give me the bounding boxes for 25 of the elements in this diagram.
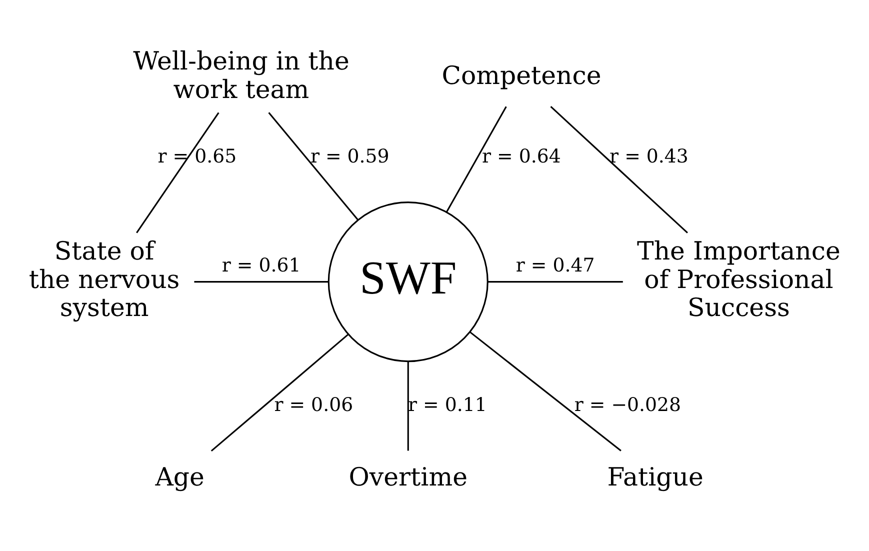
edge-label: r = −0.028 <box>574 394 682 416</box>
node-text: Overtime <box>348 462 468 492</box>
connector <box>136 112 220 234</box>
node-text: Age <box>155 462 204 492</box>
connector <box>194 281 328 283</box>
connector <box>469 331 622 452</box>
node-text: Competence <box>442 60 602 90</box>
node-circle: SWF <box>328 202 488 362</box>
edge-label: r = 0.65 <box>158 145 237 168</box>
connector <box>446 106 507 212</box>
edge-label: r = 0.06 <box>274 394 354 416</box>
connector <box>488 281 623 283</box>
node-text: Fatigue <box>607 462 704 492</box>
edge-label: r = 0.43 <box>610 145 688 168</box>
connector <box>407 361 409 451</box>
connector <box>210 334 349 452</box>
edge-label: r = 0.47 <box>516 254 595 277</box>
edge-label: r = 0.59 <box>310 145 390 168</box>
node-text: Well-being in the work team <box>133 46 350 104</box>
connector <box>268 112 359 220</box>
node-text: State of the nervous system <box>28 236 180 322</box>
edge-label: r = 0.64 <box>482 145 561 168</box>
node-text: The Importance of Professional Success <box>637 236 840 322</box>
connector <box>550 106 688 234</box>
edge-label: r = 0.61 <box>222 254 301 277</box>
